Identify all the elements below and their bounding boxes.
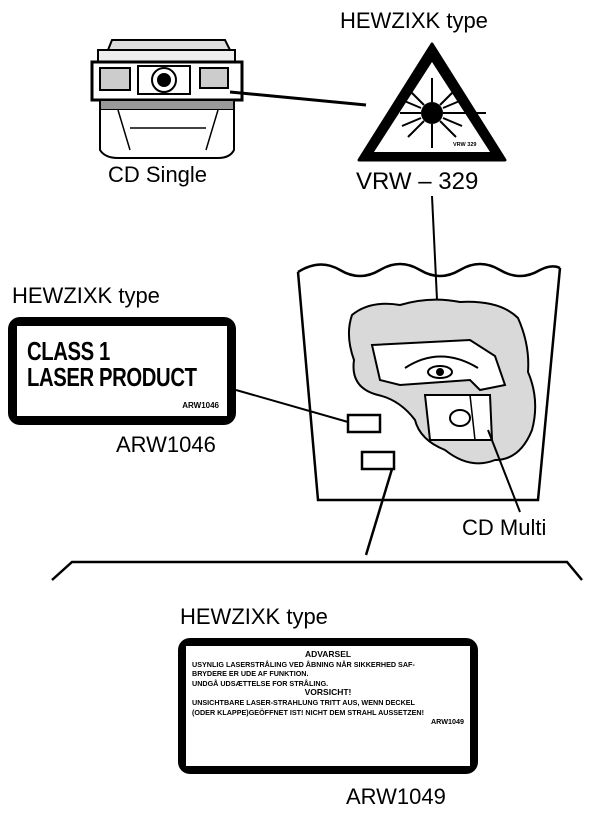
class1-line1: CLASS 1: [27, 336, 110, 366]
leader-line-cd-multi: [487, 429, 521, 513]
leader-line-arw1049: [364, 468, 394, 556]
advarsel-heading: ADVARSEL: [304, 649, 352, 659]
laser-warning-symbol: [357, 42, 507, 162]
advarsel-text-2: BRYDERE ER UDE AF FUNKTION.: [192, 669, 309, 679]
label-location-arw1049: [360, 450, 396, 471]
cd-single-label: CD Single: [108, 162, 208, 187]
cd-single-device: [90, 39, 244, 159]
leader-line-single: [229, 90, 367, 107]
class-model-label: HEWZIXK type: [12, 283, 160, 308]
vorsicht-heading: VORSICHT!: [304, 687, 352, 698]
callout-bracket: [51, 560, 583, 581]
laser-symbol-small-code: VRW 329: [453, 142, 477, 148]
advarsel-model-label: HEWZIXK type: [180, 604, 328, 629]
cd-multi-device: [296, 262, 562, 502]
vorsicht-text-2: (ODER KLAPPE)GEÖFFNET IST! NICHT DEM STR…: [192, 707, 424, 717]
class1-laser-label: CLASS 1 LASER PRODUCT ARW1046: [8, 317, 236, 425]
cd-multi-label: CD Multi: [462, 515, 547, 540]
leader-line-arw1046: [235, 389, 349, 423]
vorsicht-text-1: UNSICHTBARE LASER-STRAHLUNG TRITT AUS, W…: [192, 697, 415, 707]
arw1046-code: ARW1046: [116, 432, 216, 457]
advarsel-small-code: ARW1049: [430, 717, 464, 727]
advarsel-warning-label: ADVARSEL USYNLIG LASERSTRÅLING VED ÅBNIN…: [178, 638, 478, 774]
class1-line2: LASER PRODUCT: [27, 362, 197, 392]
arw1049-code: ARW1049: [346, 784, 446, 809]
laser-code: VRW – 329: [356, 168, 479, 195]
advarsel-text-1: USYNLIG LASERSTRÅLING VED ÅBNING NÅR SIK…: [192, 659, 415, 669]
advarsel-text-3: UNDGÅ UDSÆTTELSE FOR STRÅLING.: [192, 678, 329, 688]
laser-model-label: HEWZIXK type: [340, 8, 488, 33]
label-location-arw1046: [346, 413, 382, 434]
class1-small-code: ARW1046: [182, 401, 219, 410]
